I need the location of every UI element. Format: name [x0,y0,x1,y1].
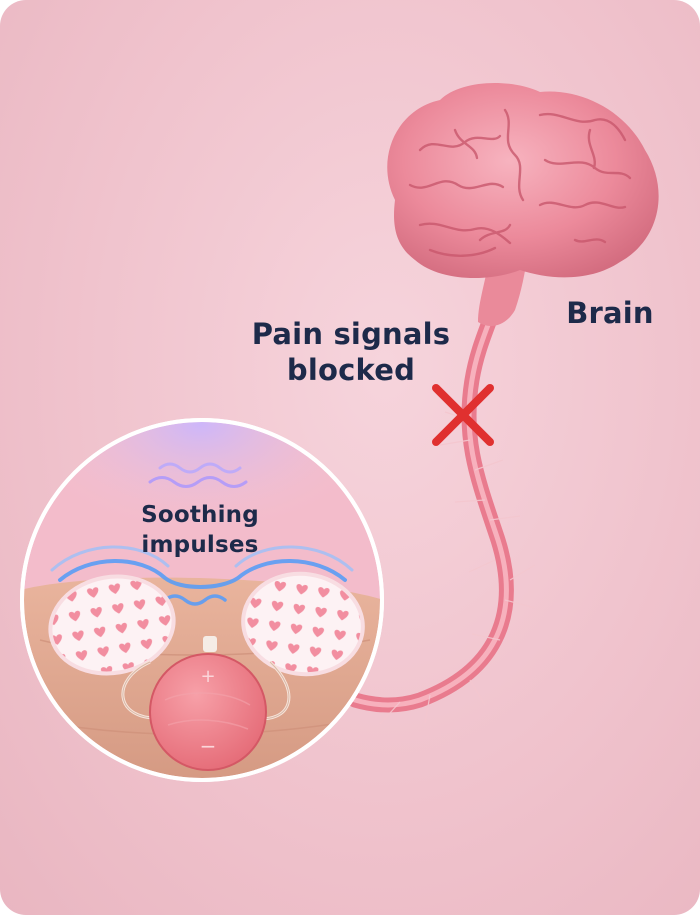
tens-device [149,653,267,771]
brain-label: Brain [566,296,654,330]
nerve-cord [347,247,536,725]
soothing-impulses-label: Soothing impulses [120,500,280,560]
electrode-pad-left [48,574,176,676]
device-minus-symbol: − [199,734,217,758]
device-inset-circle [20,418,384,782]
pain-signals-blocked-label: Pain signals blocked [236,316,466,388]
pain-signals-line1: Pain signals [251,317,451,351]
brain-illustration [387,82,659,279]
soothing-line1: Soothing [141,502,259,528]
pain-signals-line2: blocked [286,353,416,387]
blocked-x-icon [432,384,494,446]
device-plus-symbol: + [200,666,216,687]
electrode-pad-right [241,571,365,677]
impulse-waves [50,462,354,606]
soothing-line2: impulses [141,532,259,558]
